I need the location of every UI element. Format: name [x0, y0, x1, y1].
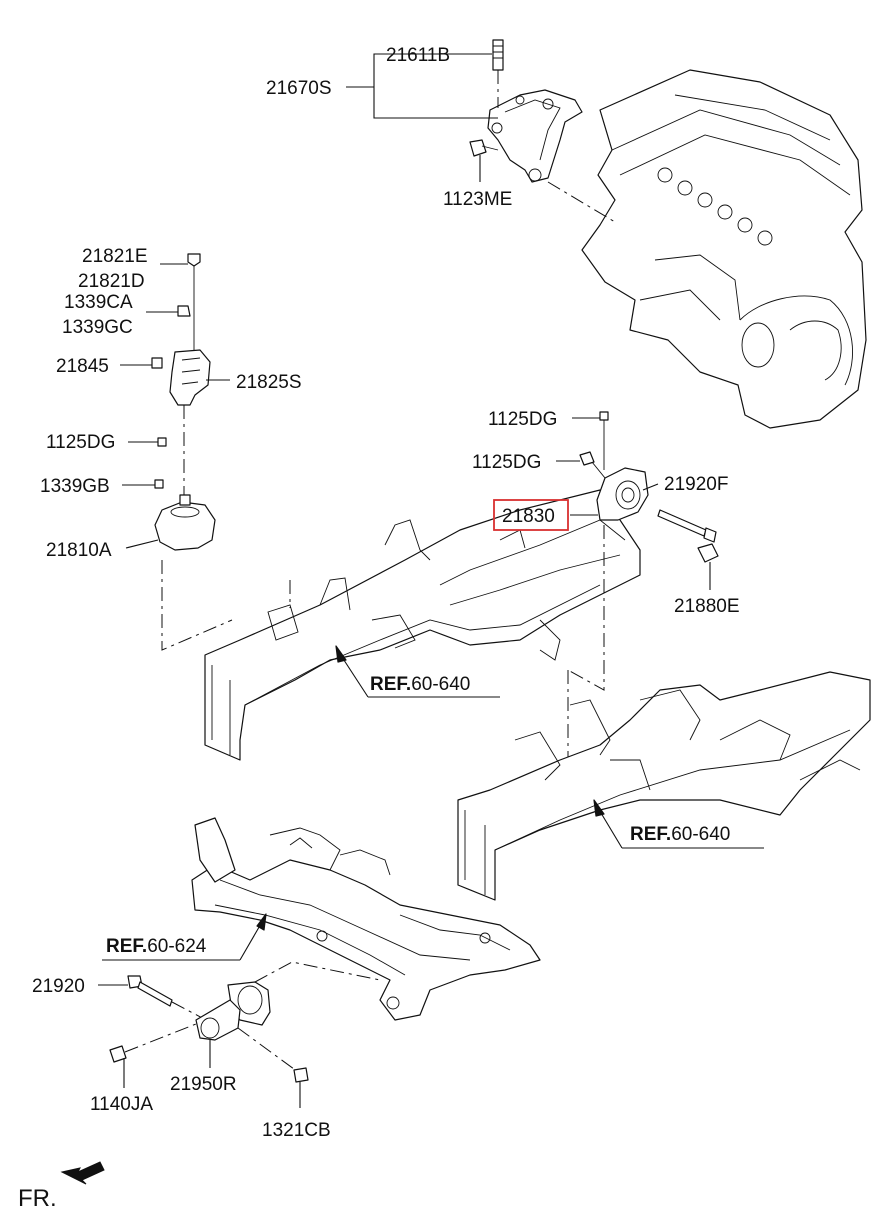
label-21845: 21845: [56, 356, 109, 377]
ref-label-subframe: REF.60-624: [106, 936, 207, 957]
label-21950r: 21950R: [170, 1074, 237, 1095]
label-1140ja: 1140JA: [90, 1094, 153, 1115]
label-21810a: 21810A: [46, 540, 112, 561]
engine-mount-left-assembly: [151, 253, 291, 651]
label-1339gb: 1339GB: [40, 476, 110, 497]
front-subframe: [191, 817, 541, 1021]
front-side-member-lower: [457, 671, 871, 901]
ref-label-lower-member: REF.60-640: [630, 824, 730, 845]
label-1123me: 1123ME: [443, 189, 512, 210]
label-21670s: 21670S: [266, 78, 332, 99]
ref-prefix: REF.: [630, 824, 671, 845]
ref-code: 60-624: [147, 936, 207, 957]
label-21825s: 21825S: [236, 372, 302, 393]
engine-block: [581, 69, 867, 429]
label-1339ca: 1339CA: [64, 292, 133, 313]
label-21821d: 21821D: [78, 271, 145, 292]
ref-label-upper-member: REF.60-640: [370, 674, 470, 695]
label-1125dg-right-top: 1125DG: [488, 409, 557, 430]
label-1339gc: 1339GC: [62, 317, 133, 338]
label-1125dg-right: 1125DG: [472, 452, 541, 473]
roll-rod-21950r: [109, 961, 381, 1083]
ref-code: 60-640: [411, 674, 470, 695]
ref-prefix: REF.: [106, 936, 147, 957]
ref-prefix: REF.: [370, 674, 411, 695]
front-direction-indicator: FR.: [18, 1161, 105, 1211]
label-1321cb: 1321CB: [262, 1120, 331, 1141]
label-21830: 21830: [502, 506, 555, 527]
label-21821e: 21821E: [82, 246, 148, 267]
front-direction-label: FR.: [18, 1185, 57, 1211]
highlight-box-21830: [493, 499, 569, 531]
engine-mount-bracket-21670s: [469, 39, 616, 223]
label-21880e: 21880E: [674, 596, 740, 617]
front-side-member-upper: [204, 489, 641, 761]
label-21611b: 21611B: [386, 45, 450, 66]
leader-lines: [98, 53, 764, 1108]
front-arrow-icon: [60, 1161, 105, 1185]
label-21920f: 21920F: [664, 474, 728, 495]
engine-mount-right-21830: [567, 411, 719, 770]
ref-code: 60-640: [671, 824, 730, 845]
label-21920: 21920: [32, 976, 85, 997]
label-1125dg-left: 1125DG: [46, 432, 115, 453]
